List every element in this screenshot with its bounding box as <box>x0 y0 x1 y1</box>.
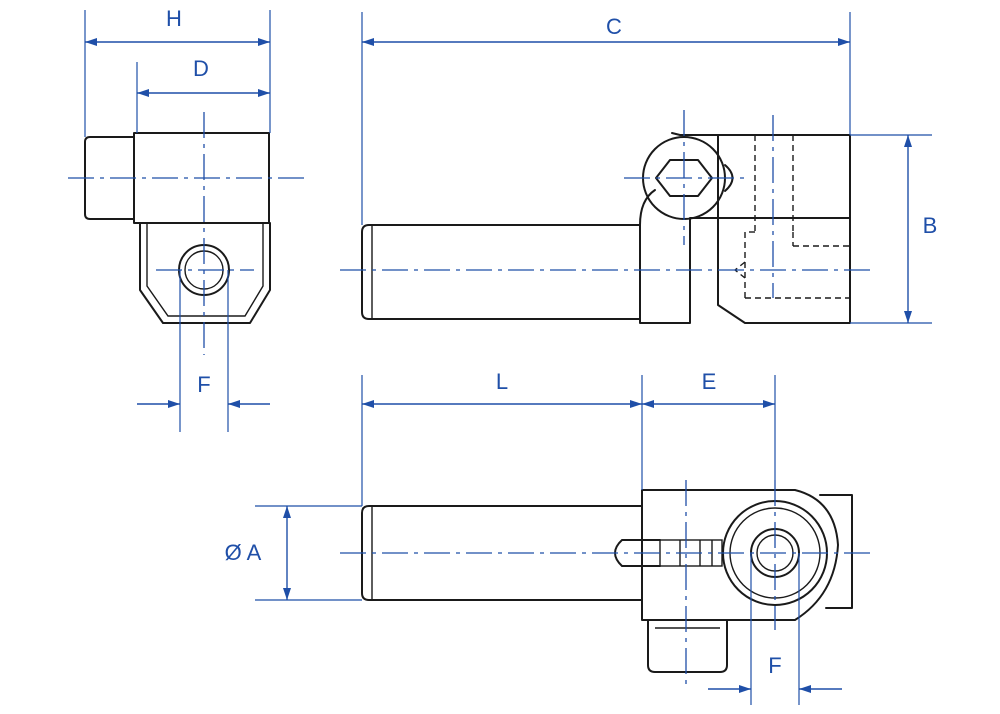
side-view <box>340 110 872 324</box>
dim-label-A: Ø A <box>225 540 262 565</box>
dim-label-F-top: F <box>768 653 781 678</box>
dim-label-H: H <box>166 6 182 31</box>
side-view-right-block-top <box>717 134 851 219</box>
dim-label-C: C <box>606 14 622 39</box>
top-view-right-lug <box>819 494 853 609</box>
end-view <box>68 112 310 355</box>
dimension-F-side: F <box>137 270 270 432</box>
dimension-F-top: F <box>708 553 842 705</box>
end-view-lower-body <box>139 222 271 324</box>
dim-label-E: E <box>702 369 717 394</box>
dim-label-D: D <box>193 56 209 81</box>
top-view-body <box>641 489 839 621</box>
dimension-D: D <box>136 56 270 133</box>
side-view-shaft <box>361 224 641 320</box>
dimension-B: B <box>850 134 938 324</box>
dim-label-L: L <box>496 369 508 394</box>
dimension-L: L <box>361 369 643 506</box>
dimension-C: C <box>361 12 851 225</box>
dimension-H: H <box>84 6 271 137</box>
side-view-body <box>639 132 719 324</box>
dim-label-B: B <box>923 213 938 238</box>
end-view-chamfer-inner <box>146 223 264 317</box>
side-view-right-block-bottom <box>717 217 851 324</box>
dimension-E: E <box>642 369 776 480</box>
dimension-A: Ø A <box>225 505 362 601</box>
top-view-bottom-boss <box>647 619 728 673</box>
dim-label-F-side: F <box>197 372 210 397</box>
top-view <box>340 480 870 690</box>
